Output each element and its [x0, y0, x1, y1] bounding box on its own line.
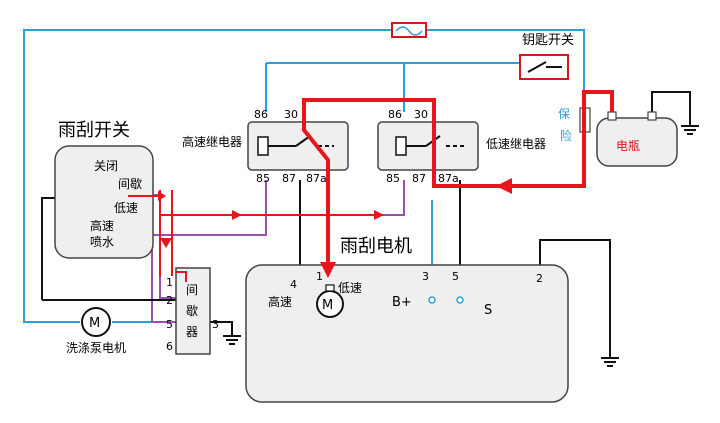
key-switch-icon [519, 54, 569, 80]
wiper-switch-box [54, 145, 154, 259]
fuse-label-1: 保 [558, 107, 570, 121]
intermittent-pin-2: 2 [166, 294, 173, 307]
intermittent-char-2: 歇 [186, 304, 198, 318]
low-relay-pin-86: 86 [388, 108, 402, 121]
switch-intermittent-label: 间歇 [118, 177, 142, 191]
high-relay-pin-87: 87 [282, 172, 296, 185]
high-relay-pin-86: 86 [254, 108, 268, 121]
low-relay-pin-87: 87 [412, 172, 426, 185]
washer-motor-symbol: M [89, 316, 100, 331]
red-arrowheads [320, 178, 512, 278]
motor-b-plus-label: B+ [392, 295, 412, 310]
switch-high-label: 高速 [90, 218, 114, 233]
intermittent-box [175, 267, 211, 355]
intermittent-pin-1: 1 [166, 276, 173, 289]
key-switch-label: 钥匙开关 [522, 33, 574, 48]
low-relay-box [377, 121, 479, 171]
switch-off-label: 关闭 [94, 159, 118, 173]
high-relay-label: 高速继电器 [182, 134, 242, 149]
battery-icon [596, 111, 678, 167]
inline-fuse-icon [391, 22, 427, 38]
motor-symbol: M [322, 298, 333, 313]
washer-motor-label: 洗涤泵电机 [66, 341, 126, 355]
terminal-dots [428, 296, 464, 304]
intermittent-char-3: 器 [186, 325, 198, 339]
red-signal-arrowheads [158, 191, 384, 248]
motor-low-label: 低速 [338, 281, 362, 295]
switch-wash-label: 喷水 [90, 235, 114, 249]
battery-label: 电瓶 [616, 139, 640, 153]
intermittent-char-1: 间 [186, 283, 198, 297]
low-relay-pin-85: 85 [386, 172, 400, 185]
high-relay-pin-85: 85 [256, 172, 270, 185]
wiper-motor-title: 雨刮电机 [340, 236, 412, 257]
wiper-switch-title: 雨刮开关 [58, 120, 130, 141]
motor-pin-1: 1 [316, 270, 323, 283]
intermittent-pin-3: 3 [212, 318, 219, 331]
ground-icon-motor [601, 357, 619, 367]
motor-pin-5: 5 [452, 270, 459, 283]
motor-pin-4: 4 [290, 278, 297, 291]
fuse-label-2: 险 [560, 128, 572, 143]
motor-s-label: S [484, 303, 492, 318]
low-relay-pin-30: 30 [414, 108, 428, 121]
motor-high-label: 高速 [268, 294, 292, 309]
high-relay-pin-30: 30 [284, 108, 298, 121]
switch-low-label: 低速 [114, 201, 138, 215]
high-relay-box [247, 121, 349, 171]
motor-pin-2: 2 [536, 272, 543, 285]
intermittent-pin-5: 5 [166, 318, 173, 331]
ground-icon-battery [681, 125, 699, 135]
low-relay-label: 低速继电器 [486, 137, 546, 151]
motor-icon [316, 284, 344, 318]
low-relay-pin-87a: 87a [438, 172, 459, 185]
red-signal-arrows [128, 190, 380, 282]
red-current-path [302, 90, 614, 268]
ground-icon-intermittent [223, 335, 241, 345]
motor-pin-3: 3 [422, 270, 429, 283]
intermittent-pin-6: 6 [166, 340, 173, 353]
high-relay-pin-87a: 87a [306, 172, 327, 185]
washer-motor-icon [81, 307, 111, 337]
